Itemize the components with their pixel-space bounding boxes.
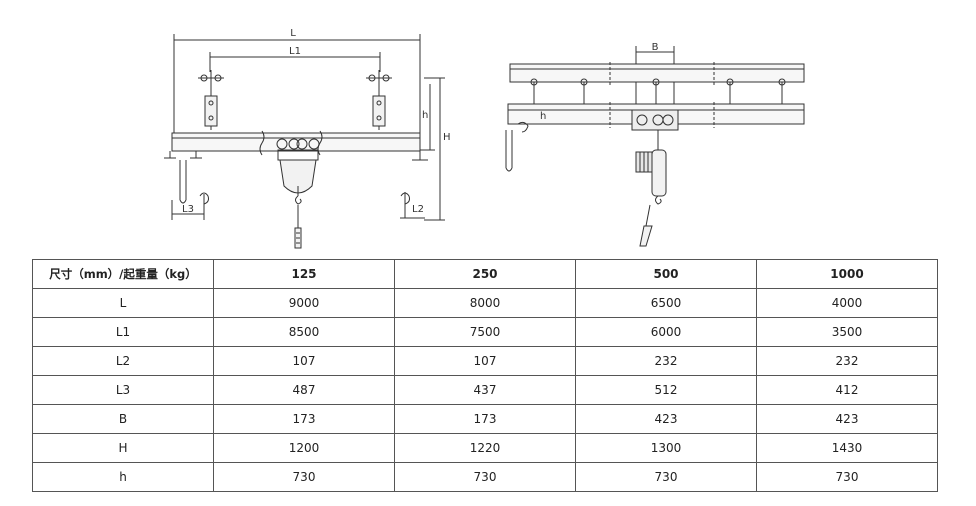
table-cell: 1430 <box>756 433 938 463</box>
table-cell: 7500 <box>394 317 576 347</box>
table-cell: 437 <box>394 375 576 405</box>
label-L3: L3 <box>182 204 194 215</box>
table-cell: 6500 <box>575 288 757 318</box>
row-label: L3 <box>32 375 214 405</box>
corner-header: 尺寸（mm）/起重量（kg） <box>32 259 214 289</box>
drawing-front-view: L L1 L3 L2 H h <box>150 0 460 255</box>
row-label: L2 <box>32 346 214 376</box>
hoist-body <box>279 159 317 194</box>
label-L2: L2 <box>412 204 424 215</box>
table-cell: 173 <box>394 404 576 434</box>
table-cell: 1220 <box>394 433 576 463</box>
table-cell: 1300 <box>575 433 757 463</box>
table-cell: 9000 <box>213 288 395 318</box>
table-cell: 730 <box>213 462 395 492</box>
label-L1: L1 <box>289 46 301 57</box>
table-cell: 730 <box>575 462 757 492</box>
table-cell: 232 <box>756 346 938 376</box>
row-label: H <box>32 433 214 463</box>
row-label: B <box>32 404 214 434</box>
table-row: L2 107 107 232 232 <box>32 346 938 376</box>
column-header: 125 <box>213 259 395 289</box>
column-header: 1000 <box>756 259 938 289</box>
table-cell: 232 <box>575 346 757 376</box>
table-cell: 8500 <box>213 317 395 347</box>
label-L: L <box>290 28 296 39</box>
drawing-side-view: B h <box>500 0 820 255</box>
table-cell: 730 <box>756 462 938 492</box>
table-cell: 512 <box>575 375 757 405</box>
table-cell: 6000 <box>575 317 757 347</box>
front-view-svg: L L1 L3 L2 H h <box>164 28 451 249</box>
table-row: h 730 730 730 730 <box>32 462 938 492</box>
table-row: L1 8500 7500 6000 3500 <box>32 317 938 347</box>
table-cell: 8000 <box>394 288 576 318</box>
row-label: L <box>32 288 214 318</box>
label-h-side: h <box>540 111 546 122</box>
table-cell: 423 <box>756 404 938 434</box>
table-cell: 412 <box>756 375 938 405</box>
column-header: 500 <box>575 259 757 289</box>
table-row: H 1200 1220 1300 1430 <box>32 433 938 463</box>
row-label: L1 <box>32 317 214 347</box>
table-cell: 107 <box>394 346 576 376</box>
table-cell: 423 <box>575 404 757 434</box>
table-cell: 173 <box>213 404 395 434</box>
table-cell: 4000 <box>756 288 938 318</box>
label-B: B <box>652 42 659 53</box>
label-h: h <box>422 110 428 121</box>
table-cell: 1200 <box>213 433 395 463</box>
row-label: h <box>32 462 214 492</box>
table-cell: 730 <box>394 462 576 492</box>
table-row: L3 487 437 512 412 <box>32 375 938 405</box>
table-cell: 107 <box>213 346 395 376</box>
table-header-row: 尺寸（mm）/起重量（kg） 125 250 500 1000 <box>32 259 938 289</box>
column-header: 250 <box>394 259 576 289</box>
label-H: H <box>443 132 451 143</box>
table-cell: 3500 <box>756 317 938 347</box>
side-view-svg: B h <box>505 42 805 247</box>
table-row: B 173 173 423 423 <box>32 404 938 434</box>
table-row: L 9000 8000 6500 4000 <box>32 288 938 318</box>
pendant-control-side <box>639 225 653 247</box>
table-cell: 487 <box>213 375 395 405</box>
spec-table: 尺寸（mm）/起重量（kg） 125 250 500 1000 L 9000 8… <box>32 259 938 492</box>
